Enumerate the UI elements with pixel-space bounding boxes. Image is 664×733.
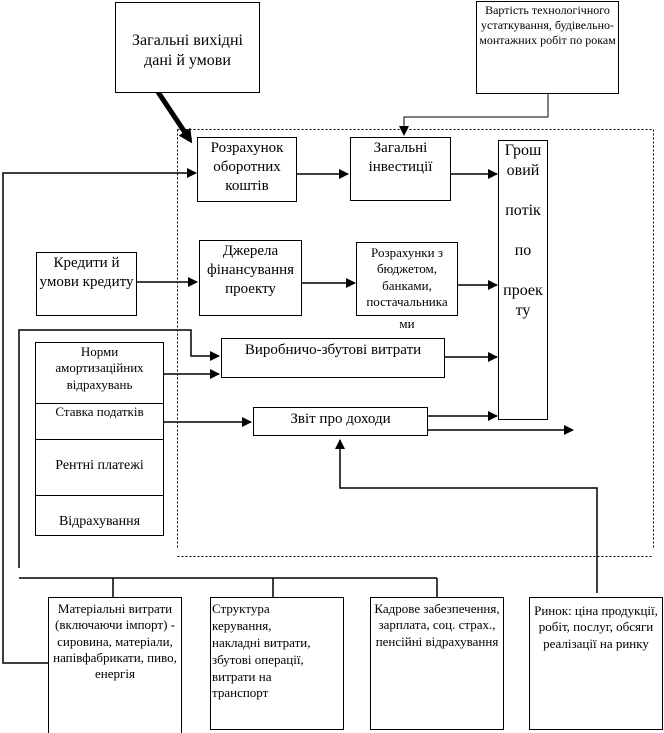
cash-flow-label-line: ту bbox=[515, 302, 531, 319]
edge-bottom-group-to-production bbox=[18, 329, 220, 568]
node-financing-sources-label: Джерела фінансування проекту bbox=[206, 243, 295, 297]
management-structure-label-line: накладні витрати, bbox=[212, 634, 311, 650]
node-general-input-label: Загальні вихідні дані й умови bbox=[132, 32, 243, 69]
node-settlements-overflow: ми bbox=[399, 316, 415, 331]
management-structure-label-line: збутові операції, bbox=[212, 651, 304, 667]
node-tax-rate-label: Ставка податків bbox=[55, 404, 144, 419]
cash-flow-label-line: потік bbox=[505, 202, 541, 219]
management-structure-label-line: керування, bbox=[212, 617, 272, 633]
node-deductions: Відрахування bbox=[35, 495, 164, 536]
edge-market-to-income bbox=[335, 439, 598, 593]
edge-general-to-working-capital bbox=[155, 90, 193, 144]
node-income-statement-label: Звіт про доходи bbox=[290, 411, 391, 427]
edge-material-to-working-capital bbox=[2, 168, 197, 664]
node-material-costs: Матеріальні витрати (включаючи імпорт) -… bbox=[48, 597, 182, 733]
node-rent: Рентні платежі bbox=[35, 439, 164, 496]
node-market: Ринок: ціна продукції, робіт, послуг, об… bbox=[529, 597, 663, 730]
node-deductions-label: Відрахування bbox=[58, 514, 141, 529]
node-equipment-cost: Вартість технологічного устаткування, бу… bbox=[476, 1, 619, 94]
management-structure-label-line: витрати на bbox=[212, 668, 272, 684]
cash-flow-label-line: по bbox=[514, 242, 532, 259]
node-depreciation-label: Норми амортизаційних відрахувань bbox=[55, 344, 144, 392]
node-settlements: Розрахунки з бюджетом, банками, постачал… bbox=[356, 242, 458, 316]
node-working-capital-label: Розрахунок оборотних коштів bbox=[210, 140, 284, 194]
node-staffing-label: Кадрове забезпечення, зарплата, соц. стр… bbox=[374, 601, 500, 649]
node-cash-flow-label: Грош овий потік по проек ту bbox=[499, 141, 547, 321]
node-production-costs: Виробничо-збутові витрати bbox=[221, 338, 445, 378]
cash-flow-label-line bbox=[499, 181, 547, 201]
node-production-costs-label: Виробничо-збутові витрати bbox=[244, 342, 422, 358]
cash-flow-label-line bbox=[499, 221, 547, 241]
node-material-costs-label: Матеріальні витрати (включаючи імпорт) -… bbox=[53, 601, 177, 681]
cash-flow-label-line: проек bbox=[503, 282, 543, 299]
cash-flow-label-line bbox=[499, 261, 547, 281]
node-depreciation: Норми амортизаційних відрахувань bbox=[35, 342, 164, 404]
node-tax-rate: Ставка податків bbox=[35, 403, 164, 440]
node-working-capital: Розрахунок оборотних коштів bbox=[197, 137, 297, 202]
node-rent-label: Рентні платежі bbox=[55, 458, 144, 473]
node-financing-sources: Джерела фінансування проекту bbox=[199, 240, 302, 316]
node-settlements-label: Розрахунки з бюджетом, банками, постачал… bbox=[366, 245, 448, 309]
node-total-investments-label: Загальні інвестиції bbox=[368, 140, 433, 175]
node-income-statement: Звіт про доходи bbox=[253, 407, 428, 436]
node-total-investments: Загальні інвестиції bbox=[350, 137, 451, 201]
node-equipment-cost-label: Вартість технологічного устаткування, бу… bbox=[479, 3, 616, 47]
project-boundary-frame bbox=[177, 129, 654, 548]
node-credits-label: Кредити й умови кредиту bbox=[39, 255, 134, 290]
node-credits: Кредити й умови кредиту bbox=[36, 252, 137, 316]
node-staffing: Кадрове забезпечення, зарплата, соц. стр… bbox=[370, 597, 504, 730]
node-market-label: Ринок: ціна продукції, робіт, послуг, об… bbox=[534, 603, 658, 651]
management-structure-label-line: Структура bbox=[212, 601, 270, 616]
cash-flow-label-line: овий bbox=[506, 162, 540, 179]
cash-flow-label-line: Грош bbox=[504, 142, 542, 159]
management-structure-label-line: транспорт bbox=[212, 685, 269, 701]
node-general-input: Загальні вихідні дані й умови bbox=[115, 2, 260, 93]
edge-equipment-to-investments bbox=[399, 91, 549, 136]
node-cash-flow: Грош овий потік по проек ту bbox=[498, 140, 548, 420]
